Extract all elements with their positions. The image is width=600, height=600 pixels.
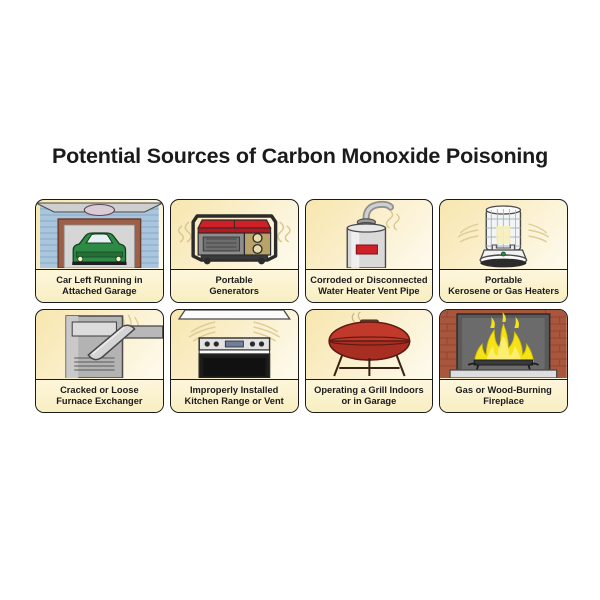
fume-waves-left [188, 321, 216, 342]
fume-waves-left [177, 221, 192, 243]
card-caption: Portable Generators [170, 269, 298, 302]
kitchen-range-and-vent-icon [171, 310, 298, 378]
water-heater-vent-pipe-icon [306, 200, 433, 268]
caption-line-1: Improperly Installed [189, 384, 279, 395]
caption-line-2: Attached Garage [62, 286, 137, 296]
heat-waves-left [457, 223, 479, 243]
source-card-fireplace[interactable]: Gas or Wood-Burning Fireplace [439, 309, 568, 413]
sources-grid: Car Left Running in Attached Garage [35, 199, 568, 413]
card-caption: Cracked or Loose Furnace Exchanger [36, 379, 163, 412]
caption-line-1: Car Left Running in [56, 274, 143, 285]
caption-line-1: Cracked or Loose [60, 384, 139, 395]
fume-waves-right [253, 321, 280, 342]
smoke-wisp [351, 311, 361, 323]
caption-line-2: Fireplace [483, 396, 525, 406]
caption-line-2: or in Garage [341, 396, 397, 406]
card-caption: Improperly Installed Kitchen Range or Ve… [170, 379, 298, 412]
source-card-indoor-grill[interactable]: Operating a Grill Indoors or in Garage [304, 309, 434, 413]
card-caption: Portable Kerosene or Gas Heaters [440, 269, 567, 302]
card-caption: Gas or Wood-Burning Fireplace [440, 379, 567, 412]
charcoal-grill-icon [306, 310, 433, 378]
source-card-kitchen-range[interactable]: Improperly Installed Kitchen Range or Ve… [169, 309, 299, 413]
card-caption: Operating a Grill Indoors or in Garage [305, 379, 433, 412]
caption-line-2: Kerosene or Gas Heaters [448, 286, 560, 296]
source-card-car-in-garage[interactable]: Car Left Running in Attached Garage [35, 199, 164, 303]
caption-line-2: Furnace Exchanger [56, 396, 143, 406]
caption-line-2: Water Heater Vent Pipe [318, 286, 420, 296]
caption-line-2: Kitchen Range or Vent [184, 396, 284, 406]
source-card-water-heater[interactable]: Corroded or Disconnected Water Heater Ve… [304, 199, 434, 303]
caption-line-1: Portable [485, 274, 523, 285]
grill-legs [332, 354, 406, 377]
caption-line-1: Operating a Grill Indoors [314, 384, 424, 395]
car-shape [72, 232, 127, 265]
car-in-attached-garage-icon [36, 200, 163, 268]
heat-waves-right [528, 223, 550, 243]
caption-line-1: Portable [215, 274, 253, 285]
card-caption: Corroded or Disconnected Water Heater Ve… [305, 269, 433, 302]
page-title: Potential Sources of Carbon Monoxide Poi… [51, 144, 549, 168]
caption-line-1: Corroded or Disconnected [310, 274, 428, 285]
caption-line-2: Generators [209, 286, 259, 296]
source-card-furnace-exchanger[interactable]: Cracked or Loose Furnace Exchanger [35, 309, 164, 413]
fume-waves [385, 209, 400, 231]
source-card-portable-generator[interactable]: Portable Generators [169, 199, 299, 303]
fume-waves-right [276, 221, 291, 243]
portable-kerosene-heater-icon [440, 200, 567, 268]
burning-fireplace-icon [440, 310, 567, 378]
cracked-furnace-exchanger-icon [36, 310, 163, 378]
caption-line-1: Gas or Wood-Burning [455, 384, 552, 395]
card-caption: Car Left Running in Attached Garage [36, 269, 163, 302]
flames [473, 312, 535, 363]
portable-generator-icon [171, 200, 298, 268]
source-card-space-heater[interactable]: Portable Kerosene or Gas Heaters [439, 199, 568, 303]
